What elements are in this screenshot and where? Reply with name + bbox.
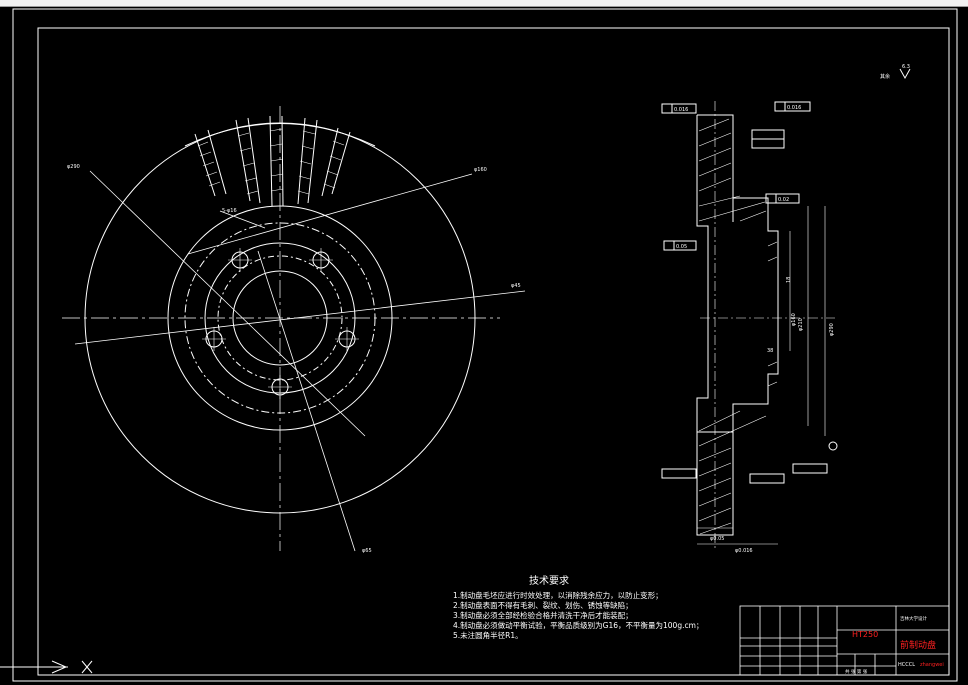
roughness-note: 其余 (880, 73, 890, 80)
dim-bolt-circle: φ160 (474, 167, 487, 173)
sheet: 共 张 第 张 (845, 668, 868, 675)
dim-outer: φ290 (67, 164, 80, 170)
gdt-value-1: 0.016 (674, 107, 688, 113)
inner-border (37, 27, 950, 676)
dim-hole: 5-φ16 (222, 208, 237, 214)
section-dim-3: φ210 (798, 318, 804, 331)
notes-item: 2.制动盘表面不得有毛刺、裂纹、划伤、锈蚀等缺陷； (453, 600, 633, 610)
drawing-no: HCCCL (898, 662, 915, 668)
front-view (62, 106, 526, 552)
gdt-value-3: 0.02 (778, 197, 789, 203)
notes-title: 技术要求 (529, 574, 569, 587)
notes-item: 4.制动盘必须做动平衡试验，平衡品质级别为G16，不平衡量为100g.cm； (453, 620, 703, 630)
ucs-icon (0, 660, 93, 674)
notes-item: 1.制动盘毛坯应进行时效处理，以消除残余应力，以防止变形； (453, 590, 663, 600)
section-dim-2: φ0.016 (735, 548, 753, 554)
section-dim-1: φ0.05 (710, 536, 724, 542)
section-view-dimensions: φ0.05 φ0.016 φ210 φ160 φ290 38 18 0.016 … (674, 64, 910, 554)
section-dim-4: φ160 (791, 313, 797, 326)
material: HT250 (852, 630, 878, 639)
school: 吉林大学设计 (900, 615, 927, 622)
cad-drawing-canvas[interactable]: φ290 φ160 5-φ16 φ45 φ65 (0, 6, 968, 685)
dim-center-bore: φ65 (362, 548, 372, 554)
roughness-value: 6.3 (902, 64, 910, 70)
title-block-text: HT250 前制动盘 吉林大学设计 HCCCL zhangwei 共 张 第 张 (845, 615, 944, 675)
notes-item: 3.制动盘必须全部经检验合格并清洗干净后才能装配； (453, 610, 633, 620)
front-view-dimensions: φ290 φ160 5-φ16 φ45 φ65 (67, 164, 521, 554)
part-name: 前制动盘 (900, 639, 936, 651)
technical-requirements: 技术要求 1.制动盘毛坯应进行时效处理，以消除残余应力，以防止变形； 2.制动盘… (453, 574, 703, 640)
section-view (661, 68, 911, 551)
gdt-value-2: 0.016 (787, 105, 801, 111)
dim-hub: φ45 (511, 283, 521, 289)
section-dim-7: 18 (786, 277, 792, 283)
gdt-value-4: 0.05 (676, 244, 687, 250)
author: zhangwei (920, 662, 944, 668)
title-block (739, 605, 950, 676)
viewer-top-bar (0, 0, 968, 7)
outer-border (12, 8, 958, 682)
notes-item: 5.未注圆角半径R1。 (453, 630, 523, 640)
section-dim-5: φ290 (829, 323, 835, 336)
section-dim-6: 38 (767, 348, 773, 354)
